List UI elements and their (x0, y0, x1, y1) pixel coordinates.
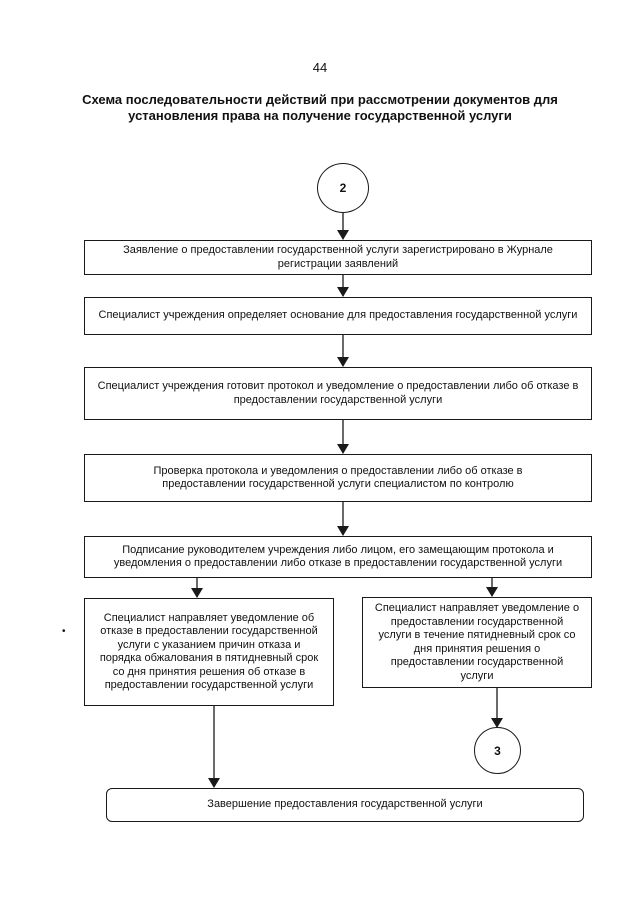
step-refusal-notice: Специалист направляет уведомление об отк… (84, 598, 334, 706)
stray-mark: • (62, 626, 66, 637)
step-protocol: Специалист учреждения готовит протокол и… (84, 367, 592, 420)
step-completion: Завершение предоставления государственно… (106, 788, 584, 822)
connector-start: 2 (317, 163, 369, 213)
step-approval-notice: Специалист направляет уведомление о пред… (362, 597, 592, 688)
step-signing: Подписание руководителем учреждения либо… (84, 536, 592, 578)
diagram-title: Схема последовательности действий при ра… (82, 92, 558, 123)
step-basis: Специалист учреждения определяет основан… (84, 297, 592, 335)
page-number: 44 (312, 60, 328, 75)
connector-end: 3 (474, 727, 521, 774)
step-control-check: Проверка протокола и уведомления о предо… (84, 454, 592, 502)
step-registration: Заявление о предоставлении государственн… (84, 240, 592, 275)
